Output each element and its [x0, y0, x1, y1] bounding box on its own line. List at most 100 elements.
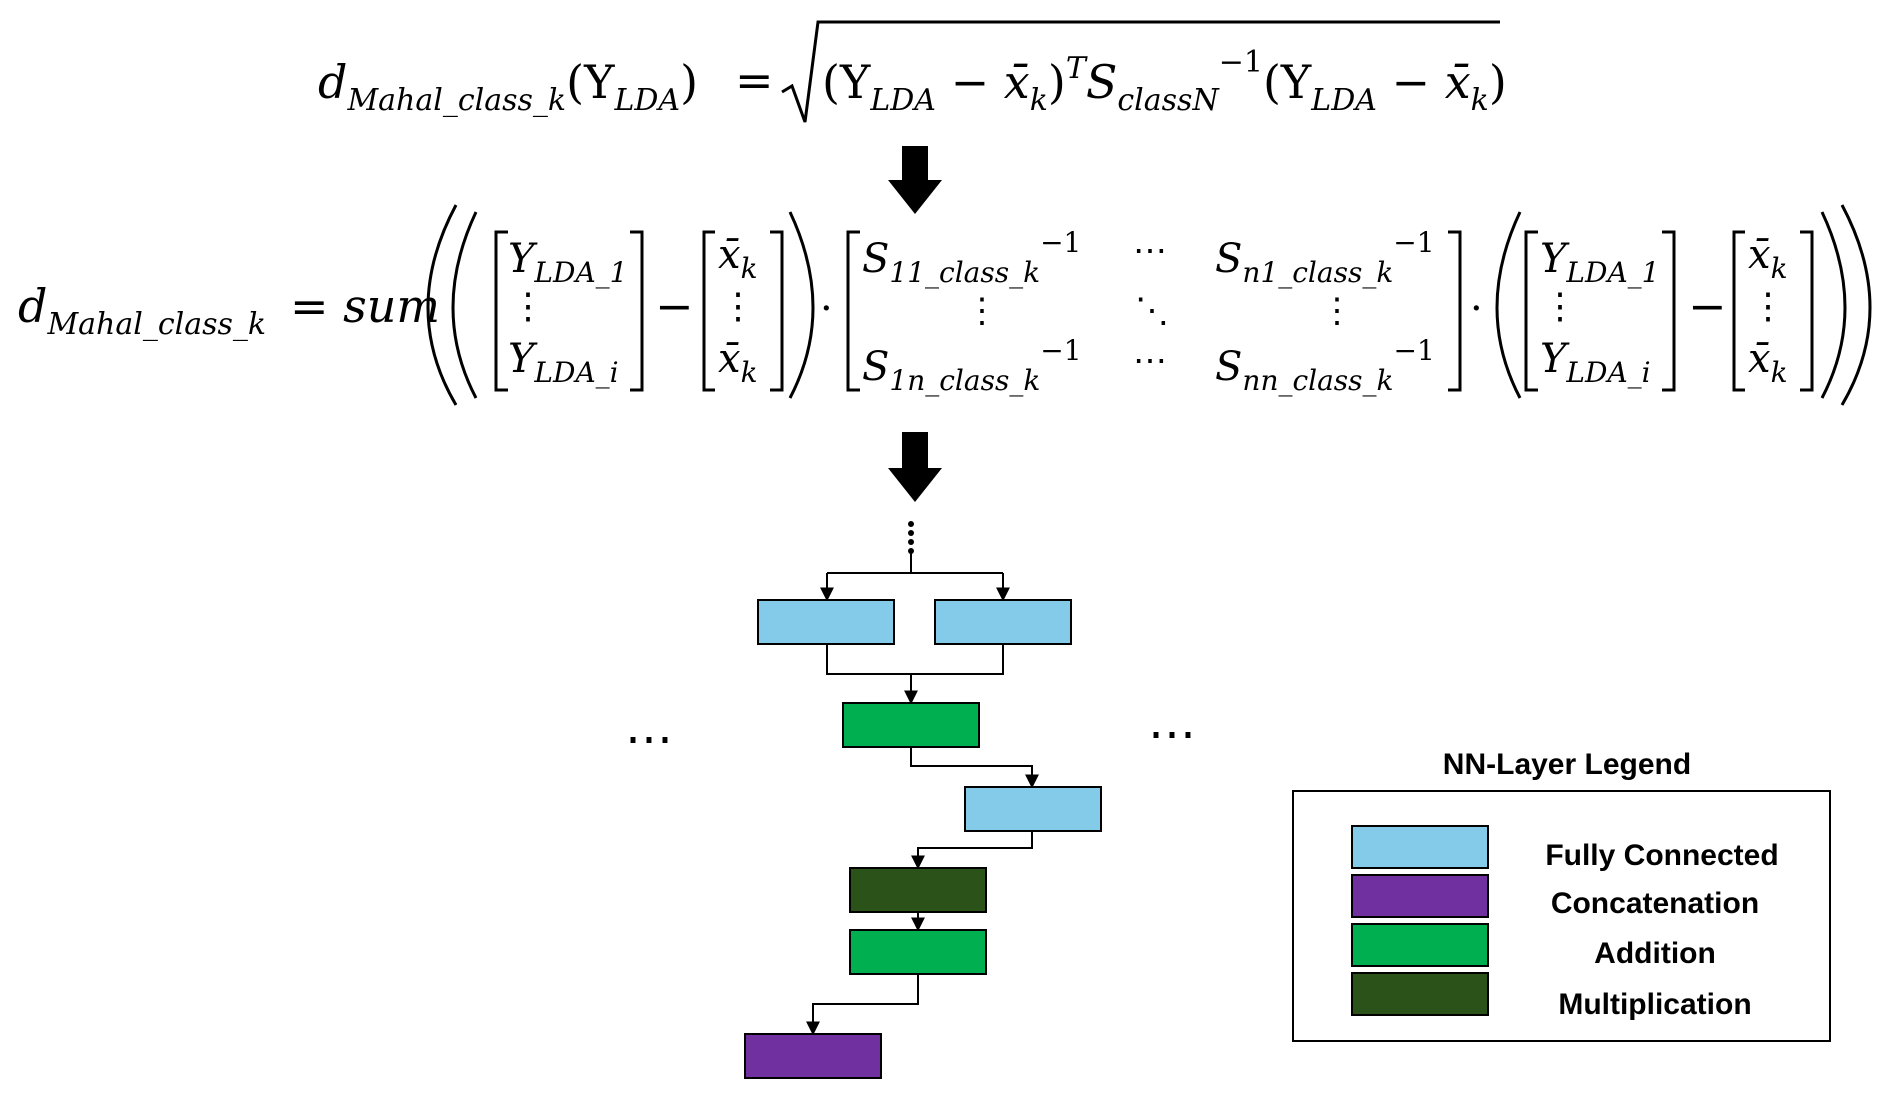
inner-paren-right-2: [1820, 211, 1847, 399]
connector-fc-to-mult: [911, 831, 1033, 870]
eq1-rad-minus2: − x̄: [1377, 55, 1471, 109]
vec-y-bottom-sub: LDA_i: [533, 356, 618, 389]
legend-swatch-concatenation: [1351, 874, 1489, 918]
vec-y2-bracket-right: [1662, 230, 1676, 392]
matrix-sn1-sub: n1_class_k: [1242, 256, 1393, 289]
matrix-s1n: S: [862, 344, 889, 390]
legend-box: [1292, 790, 1831, 1042]
eq1-rad-sub2: k: [1030, 83, 1048, 118]
layer-multiplication: [849, 867, 987, 913]
vec-x2-bottom-sub: k: [1771, 356, 1788, 389]
eq1-rad-minus: − x̄: [936, 55, 1030, 109]
vec-y-top: Y: [508, 236, 538, 282]
matrix-snn-sub: nn_class_k: [1242, 364, 1393, 397]
eq1-y-subscript: LDA: [613, 83, 680, 118]
eq1-rad-open: (Y: [822, 55, 871, 109]
matrix-s1n-sub: 1n_class_k: [889, 364, 1040, 397]
vec-y2-bottom-sub: LDA_i: [1565, 356, 1650, 389]
matrix-s1n-inv: −1: [1040, 334, 1081, 367]
network-diagram: ⋯ ⋯: [625, 521, 1196, 1079]
matrix-equation: dMahal_class_k = sum YLDA_1 ⋮ YLDA_i − x…: [18, 204, 1872, 406]
input-dot-2: [908, 530, 914, 536]
eq1-inverse: −1: [1219, 45, 1263, 80]
eq1-rad-sub3: LDA: [1310, 83, 1377, 118]
svg-text:Snn_class_k−1: Snn_class_k−1: [1215, 334, 1435, 397]
svg-text:dMahal_class_k: dMahal_class_k: [18, 279, 266, 342]
eq1-s-subscript: classN: [1117, 83, 1220, 118]
layer-fully-connected-3: [964, 786, 1102, 832]
inner-paren-right-1: [788, 211, 815, 399]
outer-paren-left: [426, 204, 458, 406]
layer-concatenation: [744, 1033, 882, 1079]
vec-y2-top: Y: [1540, 236, 1570, 282]
matrix-sn1-inv: −1: [1393, 226, 1434, 259]
connector-merge: [826, 644, 1004, 703]
vec-x-vdots: ⋮: [720, 286, 756, 327]
eq1-equals: =: [735, 53, 774, 107]
legend-label-addition: Addition: [1594, 937, 1716, 970]
vec-x-bracket-right: [770, 230, 784, 392]
eq2-dot-2: ·: [1470, 286, 1483, 332]
svg-text:x̄k: x̄k: [718, 336, 758, 389]
vec-x-bottom-sub: k: [741, 356, 758, 389]
legend-swatch-fully-connected: [1351, 825, 1489, 869]
matrix-s11-sub: 11_class_k: [889, 256, 1040, 289]
down-arrow-1-icon: [888, 146, 942, 214]
connector-add-to-concat: [806, 974, 919, 1036]
vec-x2-bracket-right: [1800, 230, 1814, 392]
eq1-paren-close: ): [680, 55, 698, 109]
matrix-ddots: ⋱: [1135, 291, 1169, 331]
eq1-rad-close: ): [1048, 55, 1066, 109]
connector-add-to-fc: [910, 747, 1039, 789]
svg-text:YLDA_i: YLDA_i: [1540, 336, 1651, 389]
eq1-d-subscript: Mahal_class_k: [346, 83, 566, 118]
svg-text:YLDA_i: YLDA_i: [508, 336, 619, 389]
down-arrow-2-icon: [888, 432, 942, 502]
svg-text:YLDA_1: YLDA_1: [1540, 236, 1659, 289]
vec-y2-vdots: ⋮: [1542, 286, 1578, 327]
matrix-snn: S: [1215, 344, 1242, 390]
inner-paren-left: [451, 211, 478, 399]
eq1-radical-sign: [781, 20, 1500, 123]
matrix-sn1: S: [1215, 236, 1242, 282]
matrix-s11-inv: −1: [1040, 226, 1081, 259]
matrix-s11: S: [862, 236, 889, 282]
eq1-s: S: [1086, 55, 1118, 109]
svg-text:Sn1_class_k−1: Sn1_class_k−1: [1215, 226, 1435, 289]
matrix-vdots-right: ⋮: [1320, 291, 1354, 331]
eq1-rad-open2: (Y: [1263, 55, 1312, 109]
eq2-minus-1: −: [655, 279, 694, 333]
svg-text:YLDA_1: YLDA_1: [508, 236, 627, 289]
eq1-d: d: [318, 55, 347, 109]
vec-y-bracket-right: [630, 230, 644, 392]
legend: NN-Layer Legend Fully Connected Concaten…: [1292, 748, 1831, 1042]
layer-fully-connected-right: [934, 599, 1072, 645]
ellipsis-left: ⋯: [625, 711, 673, 767]
matrix-cdots-top: ⋯: [1133, 231, 1167, 271]
legend-title: NN-Layer Legend: [1443, 748, 1691, 781]
vec-x-bracket-left: [702, 230, 715, 392]
eq1-rad-sub1: LDA: [869, 83, 936, 118]
eq1-rad-close2: ): [1489, 55, 1507, 109]
matrix-bracket-left: [846, 230, 860, 392]
vec-x2-top: x̄: [1748, 232, 1771, 278]
svg-text:S1n_class_k−1: S1n_class_k−1: [862, 334, 1082, 397]
legend-swatch-multiplication: [1351, 972, 1489, 1016]
eq1-rad-sub4: k: [1471, 83, 1489, 118]
connector-split: [827, 551, 1003, 574]
eq1-transpose: T: [1066, 51, 1088, 86]
eq2-dot-1: ·: [820, 286, 833, 332]
layer-fully-connected-left: [757, 599, 895, 645]
mahalanobis-equation: dMahal_class_k(YLDA) = (YLDA − x̄k)TScla…: [318, 20, 1507, 123]
ellipsis-right: ⋯: [1148, 706, 1196, 762]
svg-text:x̄k: x̄k: [1748, 336, 1788, 389]
svg-text:x̄k: x̄k: [718, 232, 758, 285]
svg-text:S11_class_k−1: S11_class_k−1: [862, 226, 1081, 289]
inner-paren-left-2: [1495, 211, 1522, 399]
vec-y-vdots: ⋮: [510, 286, 546, 327]
vec-x2-top-sub: k: [1771, 252, 1788, 285]
legend-swatch-addition: [1351, 923, 1489, 967]
eq2-equals-sum: = sum: [290, 279, 440, 333]
vec-y2-top-sub: LDA_1: [1565, 256, 1659, 289]
